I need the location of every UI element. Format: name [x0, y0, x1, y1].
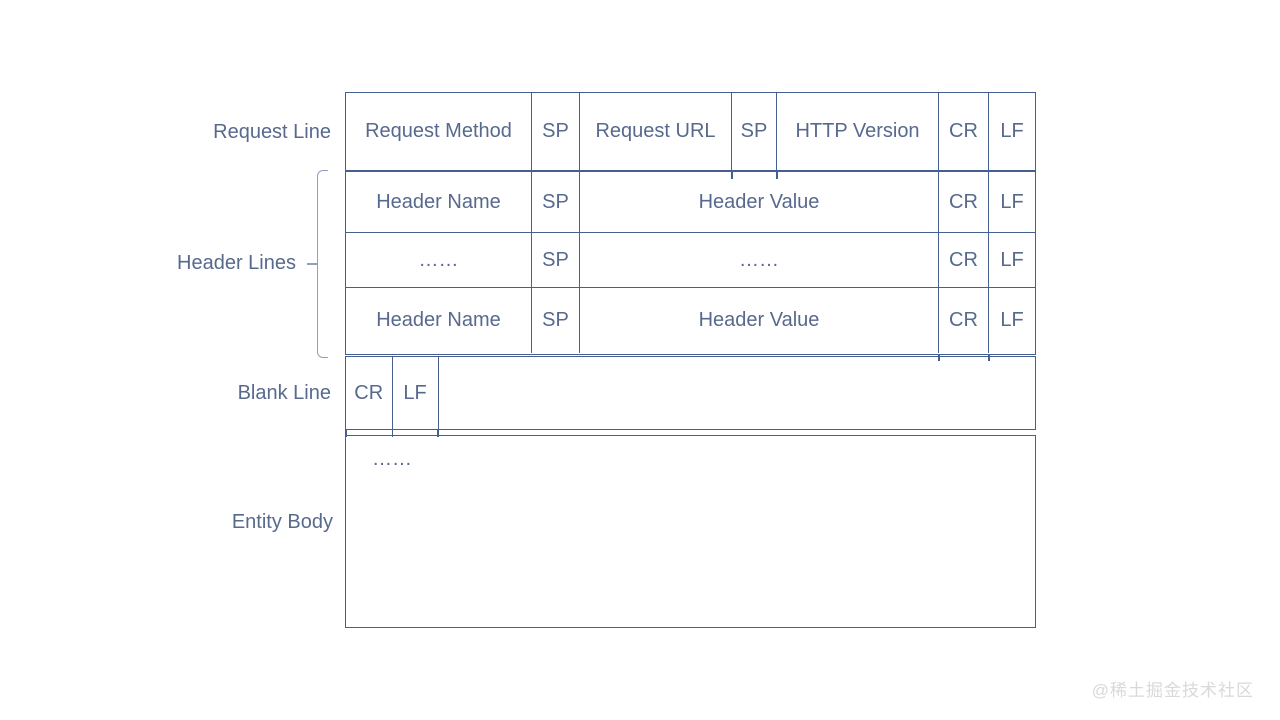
header-lines-block: Header Name SP Header Value CR LF …… SP …: [345, 171, 1036, 355]
header-name-cell: Header Name: [346, 288, 532, 353]
sp-cell: SP: [732, 93, 777, 170]
lf-cell: LF: [1000, 190, 1024, 213]
line-tick: [776, 171, 778, 179]
lf-cell: LF: [1000, 248, 1024, 271]
cr-cell: CR: [939, 233, 989, 287]
cr-cell: CR: [939, 93, 989, 170]
line-tick: [391, 429, 393, 437]
cr-cell: CR: [939, 172, 989, 232]
line-tick: [731, 171, 733, 179]
line-tick: [988, 355, 990, 361]
cr-cell: CR: [346, 357, 393, 429]
header-lines-label: Header Lines: [177, 252, 296, 274]
entity-body-label: Entity Body: [231, 511, 333, 533]
http-version-cell: HTTP Version: [777, 93, 939, 170]
lf-cell: LF: [1000, 309, 1024, 331]
blank-line-row: CR LF: [345, 356, 1036, 430]
watermark: @稀土掘金技术社区: [1091, 681, 1254, 700]
header-name-ellipsis-cell: ……: [346, 233, 532, 287]
request-line-row: Request Method SP Request URL SP HTTP Ve…: [345, 92, 1036, 171]
request-url-cell: Request URL: [580, 93, 732, 170]
sp-cell: SP: [532, 233, 580, 287]
header-row: Header Name SP Header Value CR LF: [346, 172, 1035, 233]
line-tick: [345, 429, 347, 437]
request-method-cell: Request Method: [346, 93, 532, 170]
line-tick: [437, 429, 439, 437]
blank-line-label: Blank Line: [237, 382, 331, 404]
header-row: Header Name SP Header Value CR LF: [346, 288, 1035, 353]
cr-cell: CR: [939, 288, 989, 353]
header-value-ellipsis-cell: ……: [580, 233, 939, 287]
line-tick: [938, 355, 940, 361]
entity-body-ellipsis: ……: [372, 448, 412, 470]
sp-cell: SP: [532, 172, 580, 232]
header-lines-bracket: [317, 170, 328, 358]
blank-line-empty-space: [439, 357, 1036, 429]
header-name-cell: Header Name: [346, 172, 532, 232]
lf-cell: LF: [393, 357, 439, 429]
header-lines-bracket-tick: [307, 263, 318, 265]
header-row-ellipsis: …… SP …… CR LF: [346, 233, 1035, 288]
request-line-label: Request Line: [213, 121, 331, 143]
header-value-cell: Header Value: [580, 172, 939, 232]
lf-cell: LF: [1000, 120, 1024, 142]
header-value-cell: Header Value: [580, 288, 939, 353]
sp-cell: SP: [532, 288, 580, 353]
entity-body-box: ……: [345, 435, 1036, 628]
sp-cell: SP: [532, 93, 580, 170]
